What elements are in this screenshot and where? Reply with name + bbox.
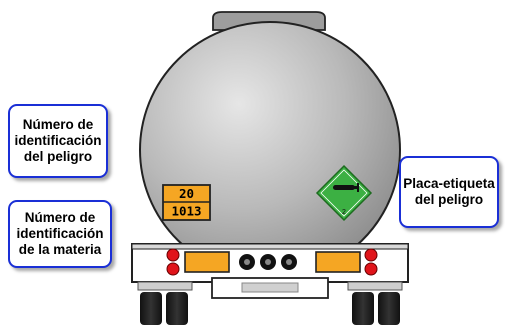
right-reflector-panel (316, 252, 360, 272)
callout-placard-label: Placa-etiqueta del peligro (399, 156, 499, 228)
callout-material-id-label: Número de identificación de la materia (8, 200, 112, 268)
tank-body (140, 22, 400, 278)
orange-identification-plate: 20 1013 (163, 185, 210, 220)
center-lights (239, 254, 297, 270)
un-number: 1013 (171, 204, 201, 219)
left-reflector-panel (185, 252, 229, 272)
callout-hazard-id-label: Número de identificación del peligro (8, 104, 108, 178)
hazard-number: 20 (179, 186, 194, 201)
diamond-class-number: 2 (342, 209, 346, 216)
